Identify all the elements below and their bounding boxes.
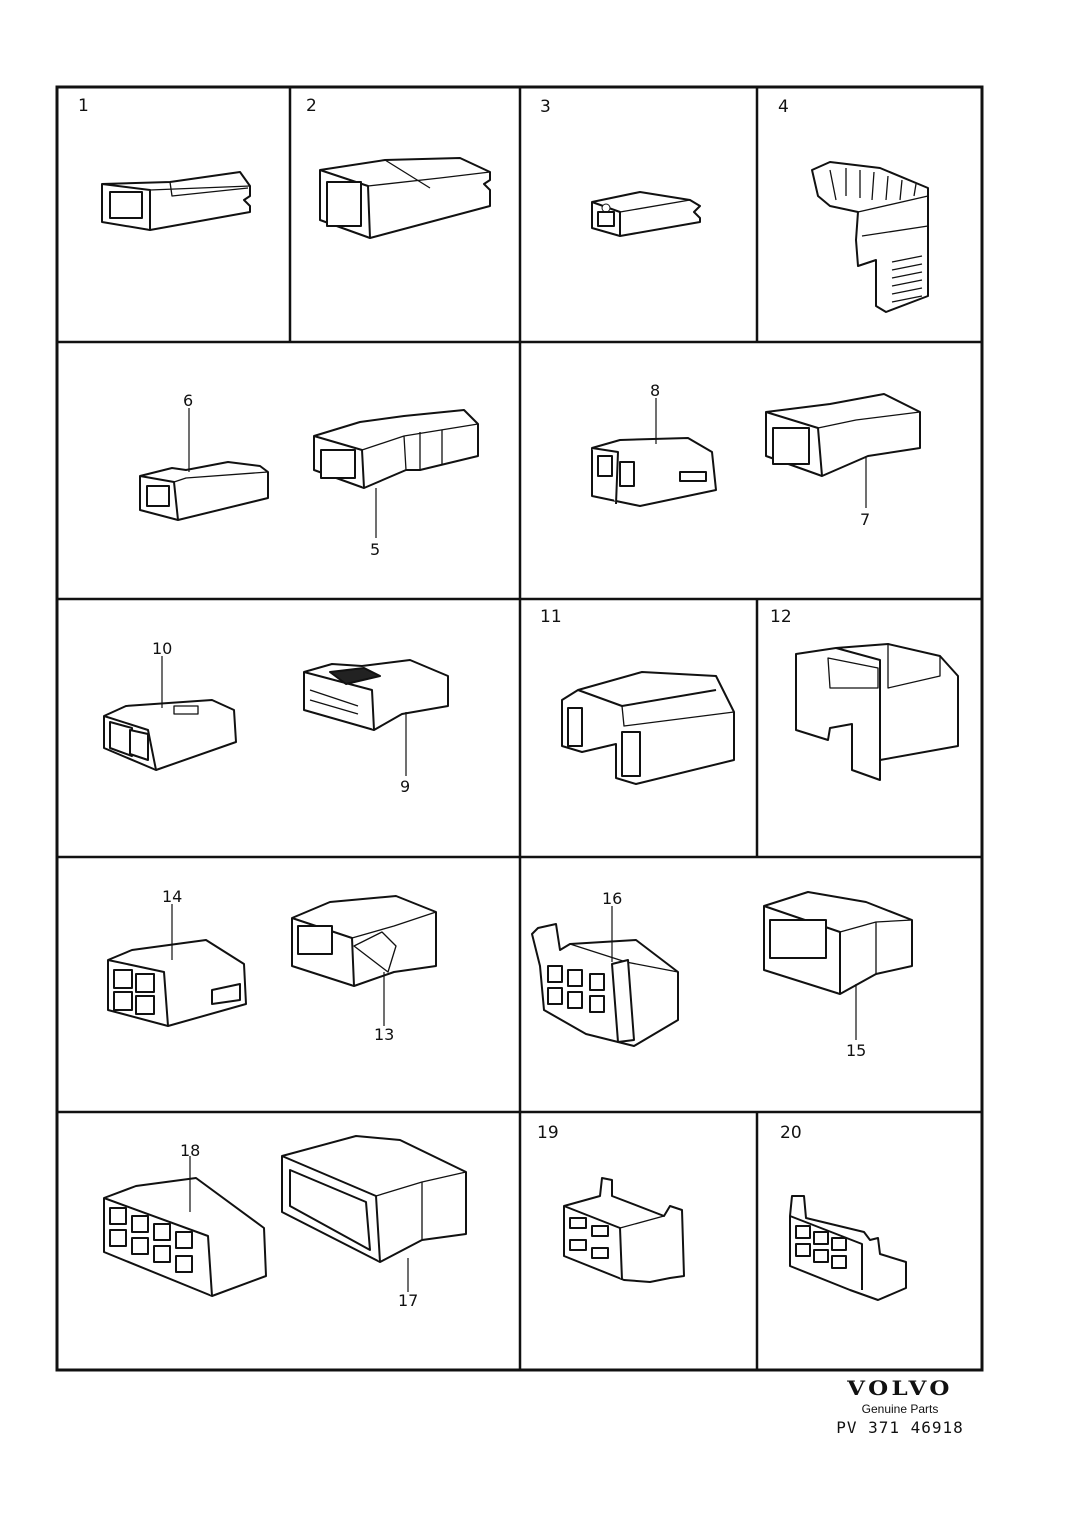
- connector-part-12: [795, 643, 959, 781]
- connector-part-17: [281, 1135, 467, 1263]
- callout-9: 9: [400, 777, 410, 796]
- cell-number-20: 20: [780, 1123, 802, 1143]
- connector-part-8: [591, 437, 717, 507]
- part-code: PV 371 46918: [836, 1418, 964, 1437]
- connector-part-13: [291, 895, 437, 987]
- callout-10: 10: [152, 639, 172, 658]
- connector-part-20: [789, 1195, 907, 1301]
- connector-part-2: [319, 157, 491, 239]
- connector-part-5: [313, 409, 479, 489]
- cell-number-12: 12: [770, 607, 792, 627]
- callout-13: 13: [374, 1025, 394, 1044]
- grid-frame: [55, 85, 984, 1372]
- connector-part-19: [563, 1177, 685, 1283]
- cell-number-11: 11: [540, 607, 562, 627]
- connector-part-18: [103, 1177, 267, 1297]
- connector-part-9: [303, 659, 449, 731]
- callout-8: 8: [650, 381, 660, 400]
- cell-number-3: 3: [540, 97, 551, 117]
- genuine-parts-label: Genuine Parts: [861, 1402, 939, 1416]
- cell-number-1: 1: [78, 96, 89, 116]
- brand-footer: VOLVO Genuine Parts PV 371 46918: [800, 1376, 1000, 1437]
- callout-6: 6: [183, 391, 193, 410]
- connector-part-14: [107, 939, 247, 1027]
- connector-part-1: [101, 171, 251, 231]
- connector-part-4: [811, 161, 929, 313]
- callout-7: 7: [860, 510, 870, 529]
- cell-number-2: 2: [306, 96, 317, 116]
- cell-number-4: 4: [778, 97, 789, 117]
- callout-14: 14: [162, 887, 182, 906]
- connector-part-3: [591, 191, 701, 237]
- callout-16: 16: [602, 889, 622, 908]
- volvo-logo: VOLVO: [847, 1376, 953, 1400]
- callout-17: 17: [398, 1291, 418, 1310]
- connector-part-6: [139, 461, 269, 521]
- connector-part-11: [561, 671, 735, 785]
- cell-number-19: 19: [537, 1123, 559, 1143]
- connector-part-10: [103, 699, 237, 771]
- callout-5: 5: [370, 540, 380, 559]
- connector-part-7: [765, 393, 921, 477]
- callout-15: 15: [846, 1041, 866, 1060]
- connector-part-15: [763, 891, 913, 995]
- connector-part-16: [531, 923, 679, 1047]
- callout-18: 18: [180, 1141, 200, 1160]
